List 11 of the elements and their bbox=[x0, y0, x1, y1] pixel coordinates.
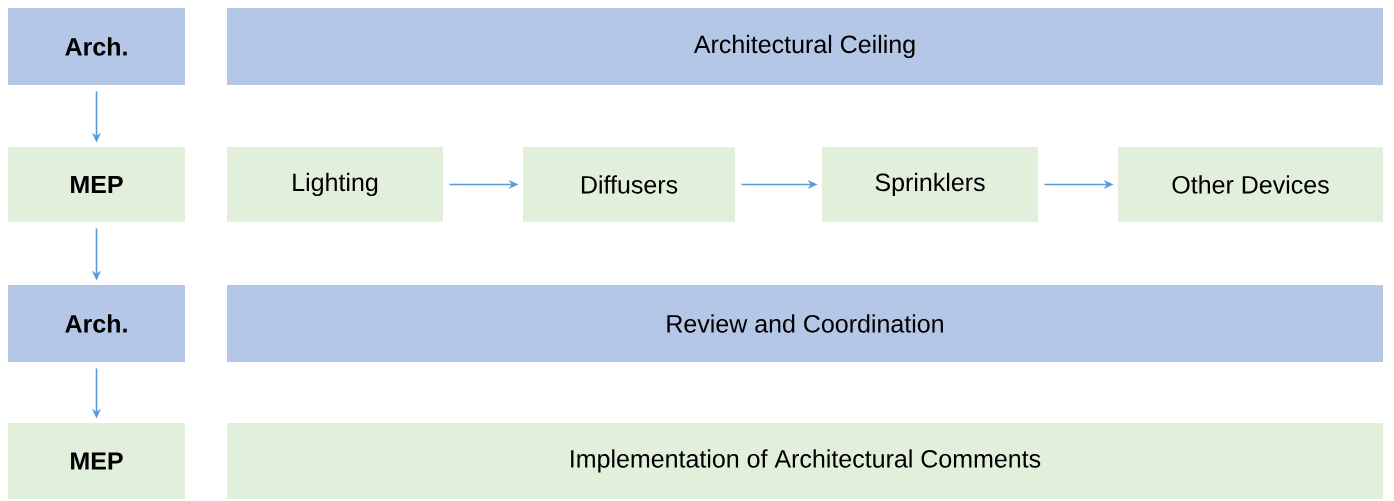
step-box: Other Devices bbox=[1118, 147, 1383, 222]
step-box: Diffusers bbox=[523, 147, 735, 222]
stage-bar: Implementation of Architectural Comments bbox=[227, 423, 1383, 499]
role-box: Arch. bbox=[8, 285, 185, 362]
step-box: Lighting bbox=[227, 147, 443, 222]
stage-bar: Review and Coordination bbox=[227, 285, 1383, 362]
role-box: Arch. bbox=[8, 8, 185, 85]
stage-bar: Architectural Ceiling bbox=[227, 8, 1383, 85]
role-box: MEP bbox=[8, 147, 185, 222]
role-box: MEP bbox=[8, 423, 185, 499]
step-box: Sprinklers bbox=[822, 147, 1038, 222]
